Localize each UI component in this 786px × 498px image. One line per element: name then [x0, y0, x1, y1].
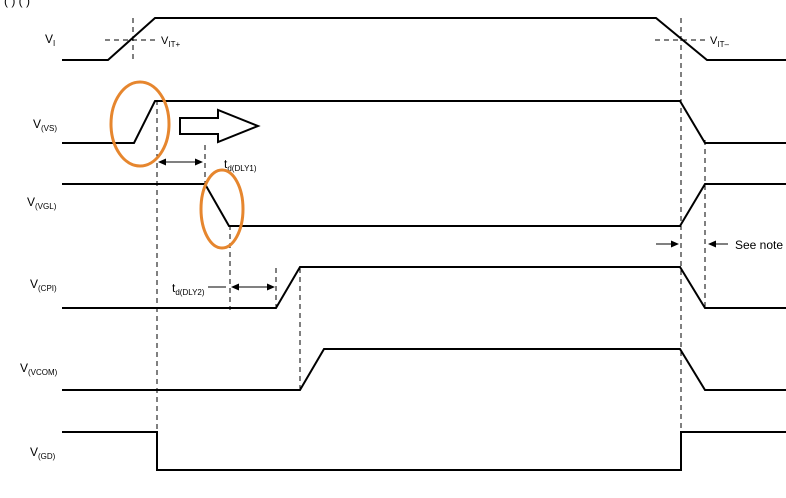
see-note-label: See note — [735, 238, 783, 252]
guide-lines — [132, 18, 706, 470]
arrowhead-right-icon — [671, 240, 679, 248]
waveforms — [62, 17, 786, 471]
waveform-vi — [62, 17, 786, 61]
signal-label-gd: V(GD) — [30, 445, 56, 461]
delay-label-dly2: td(DLY2) — [172, 281, 205, 297]
waveform-gd — [62, 431, 786, 471]
signal-label-vi: VI — [45, 32, 55, 48]
waveform-vcom — [62, 348, 786, 391]
arrowhead-left-icon — [158, 158, 166, 166]
highlight-ellipse-vs-rise — [109, 80, 171, 168]
hollow-right-arrow-icon — [179, 108, 261, 144]
arrowhead-left-icon — [231, 283, 239, 291]
arrowhead-right-icon — [267, 283, 275, 291]
signal-label-cpi: V(CPI) — [30, 277, 57, 293]
delay-arrow-dly2 — [231, 283, 275, 291]
threshold-label-rising: VIT+ — [161, 35, 180, 49]
waveform-cpi — [62, 266, 786, 309]
delay-label-dly1: td(DLY1) — [224, 157, 257, 173]
threshold-label-falling: VIT– — [710, 35, 729, 49]
arrowhead-right-icon — [195, 158, 203, 166]
signal-label-vs: V(VS) — [33, 117, 57, 133]
signal-label-vgl: V(VGL) — [27, 195, 57, 211]
see-note-marker — [656, 240, 728, 248]
signal-label-vcom: V(VCOM) — [20, 361, 58, 377]
highlight-ellipse-vgl-fall — [199, 168, 245, 250]
arrowhead-left-icon — [708, 240, 716, 248]
waveform-vs — [62, 100, 786, 144]
delay-arrow-dly1 — [158, 158, 203, 166]
waveform-vgl — [62, 183, 786, 227]
header-fragment: ( ) ( ) — [4, 0, 30, 8]
signal-labels: VI V(VS) V(VGL) V(CPI) V(VCOM) V(GD) — [20, 32, 58, 461]
